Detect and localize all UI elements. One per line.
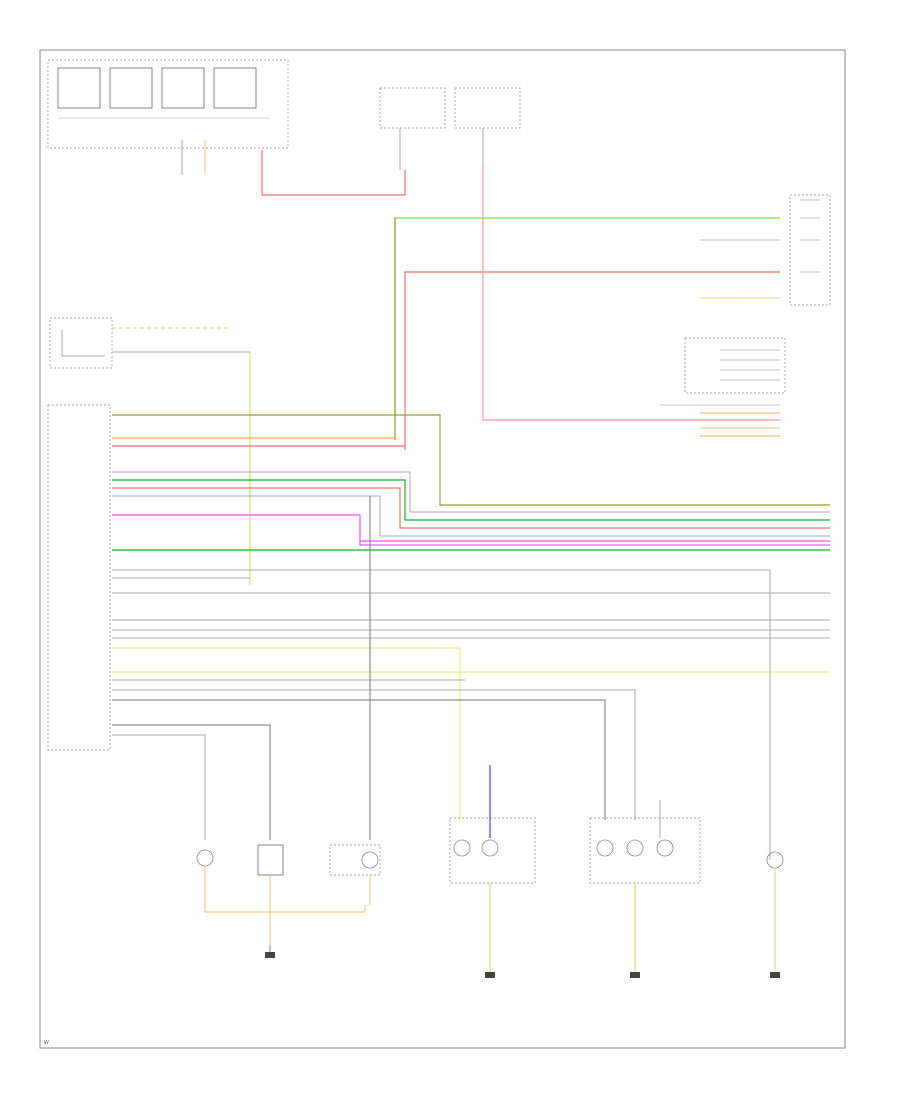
tail-lamp-left: [449, 765, 536, 975]
page-marker: W: [44, 1040, 49, 1046]
license-lamp: [766, 851, 784, 975]
hazard-switch: [700, 194, 831, 306]
wire-red: [404, 271, 780, 450]
gauge-4: [213, 67, 257, 109]
lamp-1: [196, 849, 214, 905]
tail-lamp-right: [589, 800, 701, 975]
wire-red-top: [261, 150, 406, 196]
fuse-block: [379, 87, 521, 170]
harness: [112, 414, 830, 860]
gauge-2: [109, 67, 153, 109]
ground-2: [485, 972, 495, 978]
turn-signal-switch: [684, 337, 786, 394]
ground-3: [630, 972, 640, 978]
wire-green: [394, 217, 780, 420]
wire-ground-link: [204, 905, 366, 913]
ground-4: [770, 972, 780, 978]
ground-1: [265, 945, 275, 958]
wire-pink-vertical: [482, 165, 780, 421]
diagram-border: [39, 49, 846, 1049]
central-control-module: [47, 404, 111, 751]
lamp-3: [329, 844, 381, 905]
light-switch: [49, 317, 251, 585]
gauge-1: [57, 67, 101, 109]
instrument-cluster: [47, 59, 289, 175]
lamp-2: [257, 844, 284, 945]
gauge-3: [161, 67, 205, 109]
